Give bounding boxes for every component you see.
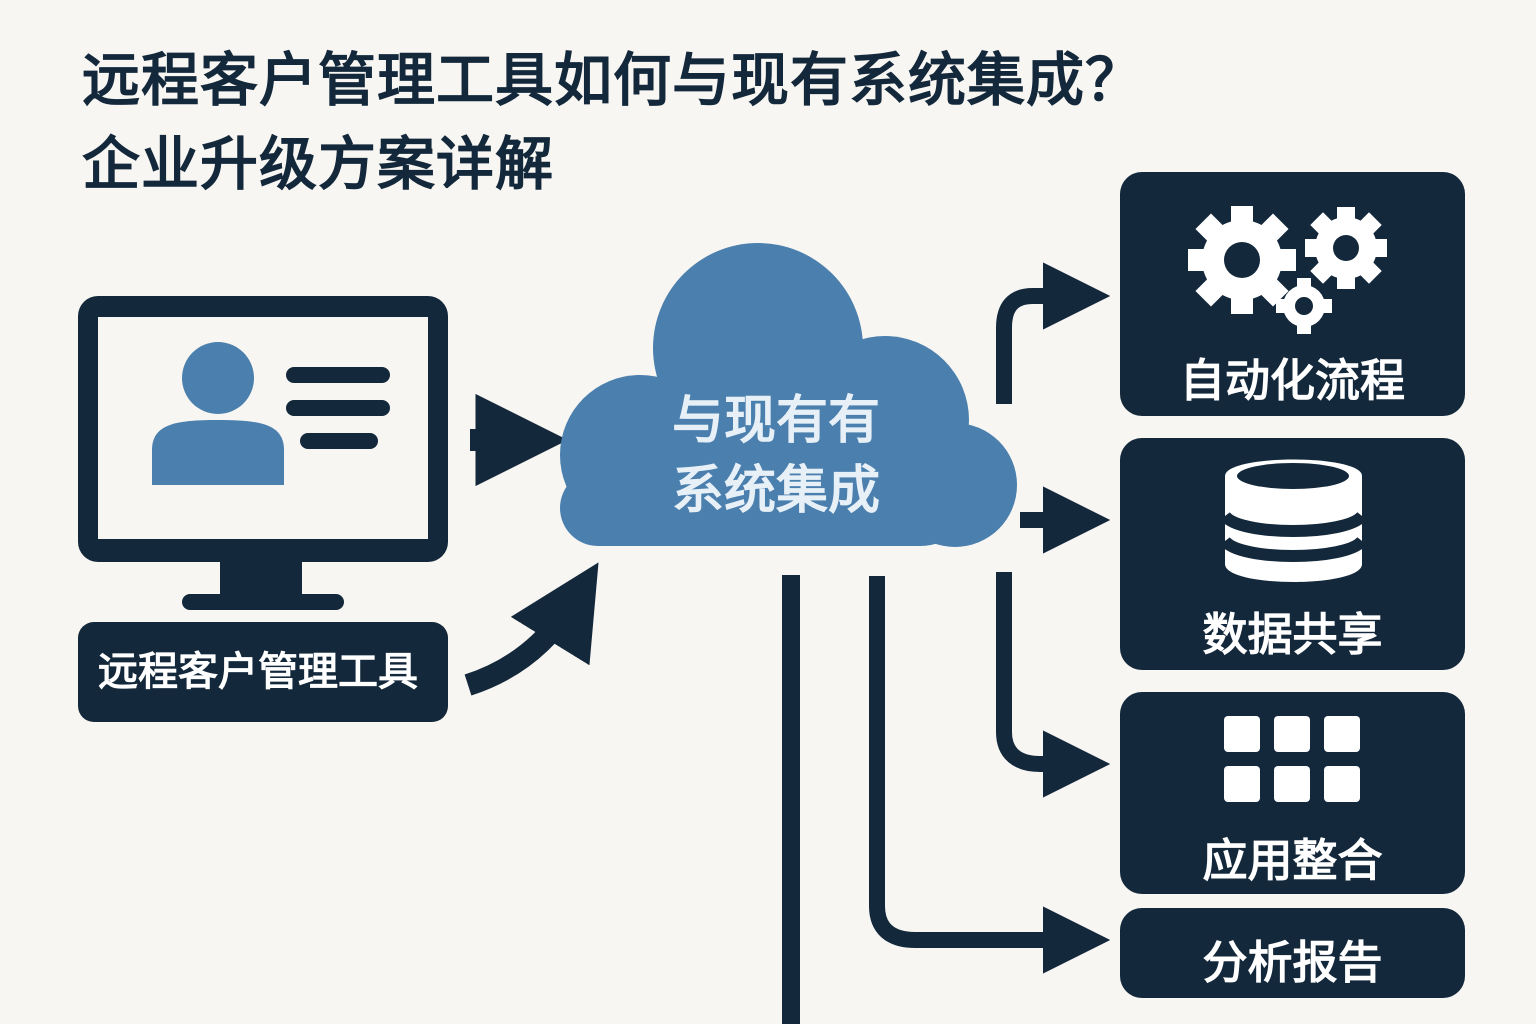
text-line-icon bbox=[286, 367, 390, 383]
title-line-2: 企业升级方案详解 bbox=[82, 130, 555, 198]
cloud-icon bbox=[560, 243, 1017, 547]
text-line-icon bbox=[300, 433, 378, 449]
data-sharing-label: 数据共享 bbox=[1202, 608, 1383, 661]
app-integration-label: 应用整合 bbox=[1202, 834, 1383, 887]
arrow-to-automation bbox=[996, 262, 1111, 404]
analysis-report-panel: 分析报告 bbox=[1120, 908, 1465, 998]
cloud-label-line-1: 与现有有 bbox=[671, 391, 880, 451]
monitor-user-icon bbox=[78, 296, 448, 610]
page-title: 远程客户管理工具如何与现有系统集成？ 企业升级方案详解 bbox=[82, 38, 1144, 206]
gears-icon bbox=[1188, 206, 1387, 334]
database-icon bbox=[1220, 459, 1367, 582]
text-line-icon bbox=[286, 400, 390, 416]
vertical-connector bbox=[782, 575, 800, 1024]
arrow-to-app-integration bbox=[996, 572, 1111, 798]
monitor-neck bbox=[220, 560, 302, 596]
user-body-icon bbox=[152, 420, 284, 485]
remote-client-tool-label: 远程客户管理工具 bbox=[78, 622, 448, 722]
automation-panel: 自动化流程 bbox=[1120, 172, 1465, 416]
arrow-label-to-cloud bbox=[464, 562, 599, 696]
user-head-icon bbox=[182, 342, 254, 414]
data-sharing-panel: 数据共享 bbox=[1120, 438, 1465, 670]
monitor-base bbox=[182, 594, 344, 610]
automation-label: 自动化流程 bbox=[1179, 354, 1405, 407]
analysis-report-label: 分析报告 bbox=[1202, 936, 1383, 989]
cloud-label: 与现有有 系统集成 bbox=[626, 386, 926, 526]
title-line-1: 远程客户管理工具如何与现有系统集成？ bbox=[82, 46, 1145, 114]
arrow-to-analysis-report bbox=[869, 576, 1111, 974]
app-grid-icon bbox=[1224, 716, 1360, 802]
app-integration-panel: 应用整合 bbox=[1120, 692, 1465, 894]
cloud-label-line-2: 系统集成 bbox=[671, 461, 880, 521]
